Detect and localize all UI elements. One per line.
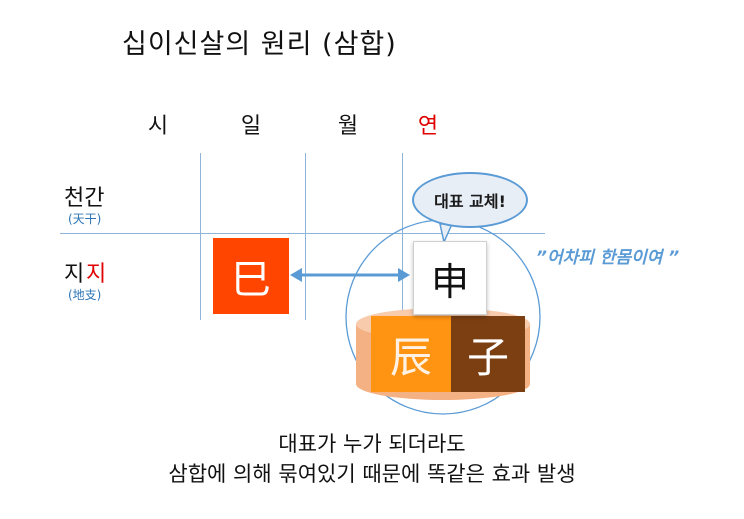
row-label-highlight: 지 xyxy=(86,262,107,287)
caption-line-1: 대표가 누가 되더라도 xyxy=(278,432,466,456)
grid-divider xyxy=(402,153,403,320)
year-branch-tile: 申 xyxy=(413,241,487,315)
arrow-head-left xyxy=(290,268,302,282)
quote-text: ”어차피 한몸이여 ” xyxy=(536,248,680,268)
column-header-year: 연 xyxy=(417,114,439,139)
group-tile-left: 辰 xyxy=(371,316,451,392)
column-header-hour: 시 xyxy=(147,114,169,139)
page-title: 십이신살의 원리 (삼합) xyxy=(122,29,397,60)
grid-divider xyxy=(60,233,545,234)
group-tile-right: 子 xyxy=(451,316,525,392)
column-header-month: 월 xyxy=(337,114,359,139)
grid-divider xyxy=(305,153,306,320)
column-header-day: 일 xyxy=(240,114,262,139)
row-label-heavenly-stem: 천간 xyxy=(64,186,105,211)
caption-line-2: 삼합에 의해 묶여있기 때문에 똑같은 효과 발생 xyxy=(168,462,576,486)
arrow-head-right xyxy=(398,268,410,282)
row-sublabel-heavenly-stem: (天干) xyxy=(68,212,102,226)
row-label-earthly-branch: 지 xyxy=(64,256,84,288)
row-sublabel-earthly-branch: (地支) xyxy=(68,288,102,302)
bubble-tail xyxy=(439,223,454,245)
speech-bubble: 대표 교체! xyxy=(412,172,528,228)
grid-divider xyxy=(200,153,201,320)
day-branch-tile: 巳 xyxy=(213,238,289,314)
row-label-char: 지 xyxy=(64,262,85,287)
